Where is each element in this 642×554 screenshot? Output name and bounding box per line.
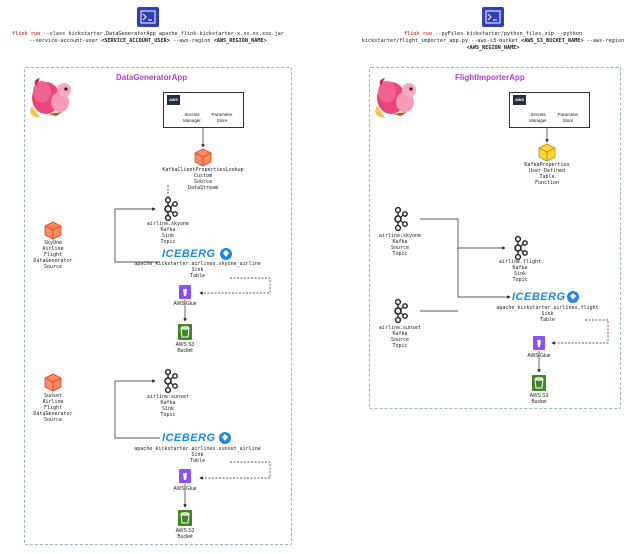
group-title: DataGeneratorApp bbox=[116, 73, 188, 82]
left-command: flink run --class kickstarter.DataGenera… bbox=[10, 31, 286, 45]
aws-glue-label: AWS Glue bbox=[173, 486, 197, 492]
iceberg-logo-text: ICEBERG bbox=[162, 432, 216, 444]
skyone-iceberg-label: apache_kickstarter.airlines.skyone_airli… bbox=[134, 261, 261, 279]
command-text: --aws-region bbox=[169, 38, 214, 44]
command-text: --aws-region bbox=[583, 38, 625, 44]
right-command: flink run --pyFiles kickstarter/python_f… bbox=[355, 31, 631, 52]
command-text: --class kickstarter.DataGeneratorApp apa… bbox=[40, 31, 284, 37]
terminal-icon bbox=[481, 6, 505, 28]
command-text: --pyFiles kickstarter/python_files.zip -… bbox=[432, 31, 583, 37]
command-placeholder: <SERVICE_ACCOUNT_USER> bbox=[101, 38, 170, 44]
datagenerator-app-group bbox=[24, 67, 292, 545]
flightimporter-app-group bbox=[369, 67, 621, 409]
command-placeholder: <AWS_REGION_NAME> bbox=[213, 38, 267, 44]
command-keyword: flink run bbox=[12, 31, 41, 37]
group-title: FlightImporterApp bbox=[455, 73, 525, 82]
aws-logo: AWS bbox=[513, 95, 526, 105]
aws-glue-label: AWS Glue bbox=[527, 353, 551, 359]
aws-logo: AWS bbox=[167, 95, 180, 105]
command-placeholder: <AWS_REGION_NAME> bbox=[466, 45, 520, 51]
sunset-iceberg-label: apache_kickstarter.airlines.sunset_airli… bbox=[134, 446, 261, 464]
iceberg-logo-text: ICEBERG bbox=[512, 291, 566, 303]
terminal-icon bbox=[136, 6, 160, 28]
command-keyword: flink run bbox=[403, 31, 433, 37]
command-placeholder: <AWS_S3_BUCKET_NAME> bbox=[521, 38, 584, 44]
command-text: kickstarter/flight_importer_app.py --aws… bbox=[361, 38, 522, 44]
command-text: --service-account-user bbox=[29, 38, 102, 44]
iceberg-logo-text: ICEBERG bbox=[162, 248, 216, 260]
aws-glue-label: AWS Glue bbox=[173, 301, 197, 307]
